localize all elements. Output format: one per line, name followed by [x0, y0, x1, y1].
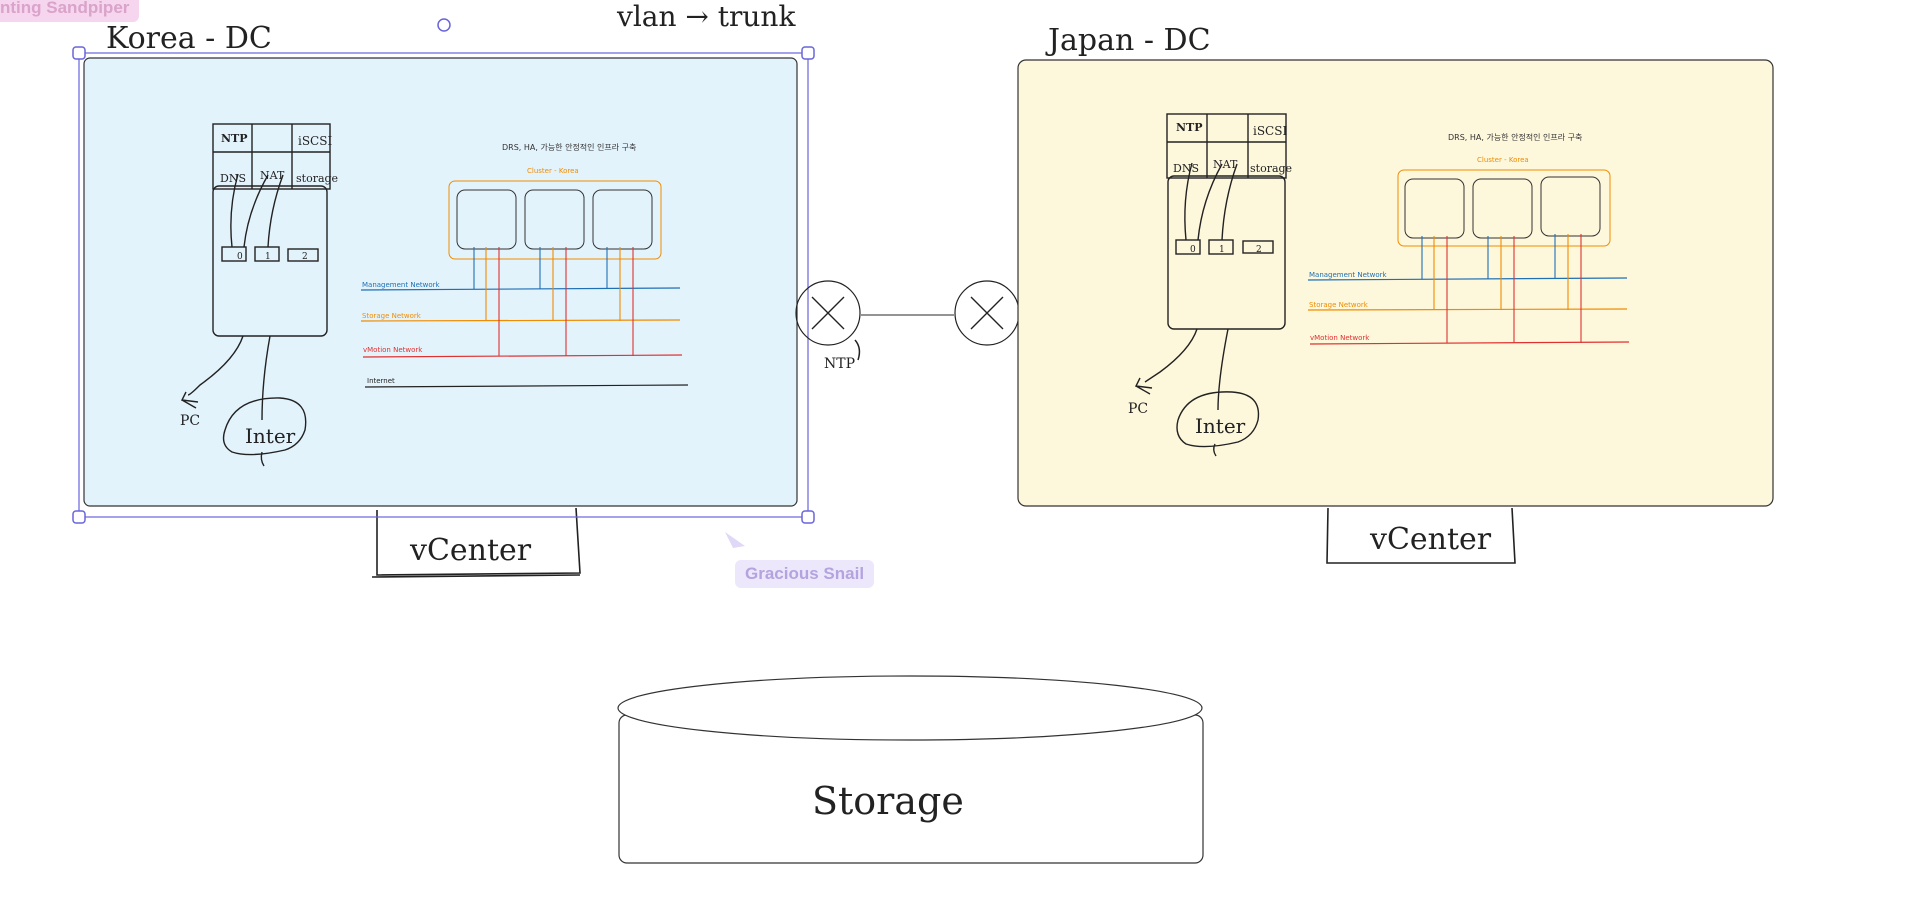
korea-port-2: 2 [302, 252, 308, 262]
korea-network-mgmt-label: Management Network [362, 281, 441, 289]
japan-cluster-label: Cluster - Korea [1477, 156, 1529, 164]
korea-pc-label: PC [180, 413, 200, 429]
selection-handle-nw[interactable] [73, 47, 85, 59]
collaborator-cursor-icon [725, 532, 745, 548]
korea-internet-label: Inter [245, 424, 296, 448]
korea-rack-top-2: iSCSI [298, 134, 332, 148]
korea-vcenter-label[interactable]: vCenter [409, 533, 532, 568]
korea-dc-group[interactable]: Korea - DC NTP iSCSI DNS NAT storage 0 1… [73, 19, 814, 577]
japan-network-mgmt-label: Management Network [1309, 271, 1388, 279]
japan-network-vmotion-label: vMotion Network [1310, 334, 1370, 342]
collaborator-label-cursor: Gracious Snail [735, 560, 874, 588]
korea-network-storage-label: Storage Network [362, 312, 422, 320]
japan-vcenter-label[interactable]: vCenter [1369, 522, 1492, 557]
collaborator-label-top-left: nting Sandpiper [0, 0, 139, 22]
japan-rack-bottom-0: DNS [1173, 162, 1199, 175]
japan-rack-bottom-1: NAT [1213, 158, 1238, 171]
selection-handle-se[interactable] [802, 511, 814, 523]
storage-label[interactable]: Storage [812, 779, 964, 823]
korea-rack-bottom-1: NAT [260, 169, 285, 182]
korea-dc-title[interactable]: Korea - DC [106, 21, 272, 56]
japan-dc-title[interactable]: Japan - DC [1045, 23, 1211, 58]
japan-diagram-title: DRS, HA, 가능한 안정적인 인프라 구축 [1448, 132, 1582, 142]
korea-cluster-label: Cluster - Korea [527, 167, 579, 175]
japan-network-storage-label: Storage Network [1309, 301, 1369, 309]
japan-internet-label: Inter [1195, 414, 1246, 438]
korea-port-1: 1 [265, 252, 271, 262]
korea-diagram-title: DRS, HA, 가능한 안정적인 인프라 구축 [502, 142, 636, 152]
korea-rack-bottom-0: DNS [220, 172, 246, 185]
japan-rack-top-0: NTP [1176, 121, 1203, 134]
selection-rotate-handle[interactable] [438, 19, 450, 31]
selection-handle-ne[interactable] [802, 47, 814, 59]
japan-port-1: 1 [1219, 245, 1225, 255]
storage-cylinder[interactable] [618, 676, 1203, 863]
korea-network-vmotion-label: vMotion Network [363, 346, 423, 354]
japan-port-2: 2 [1256, 245, 1262, 255]
japan-port-0: 0 [1190, 245, 1196, 255]
japan-rack-top-2: iSCSI [1253, 124, 1287, 138]
korea-dc-frame[interactable] [84, 58, 797, 506]
japan-dc-frame[interactable] [1018, 60, 1773, 506]
selection-handle-sw[interactable] [73, 511, 85, 523]
japan-pc-label: PC [1128, 401, 1148, 417]
japan-dc-group[interactable]: Japan - DC NTP iSCSI DNS NAT storage 0 1… [1018, 23, 1773, 563]
japan-rack-bottom-2: storage [1250, 162, 1292, 175]
vlan-trunk-note[interactable]: vlan → trunk [616, 0, 796, 33]
ntp-link-label[interactable]: NTP [824, 356, 855, 372]
dc-link[interactable] [796, 281, 1019, 360]
korea-rack-top-0: NTP [221, 132, 248, 145]
korea-network-internet-label: Internet [367, 377, 395, 385]
korea-rack-bottom-2: storage [296, 172, 338, 185]
korea-port-0: 0 [237, 252, 243, 262]
